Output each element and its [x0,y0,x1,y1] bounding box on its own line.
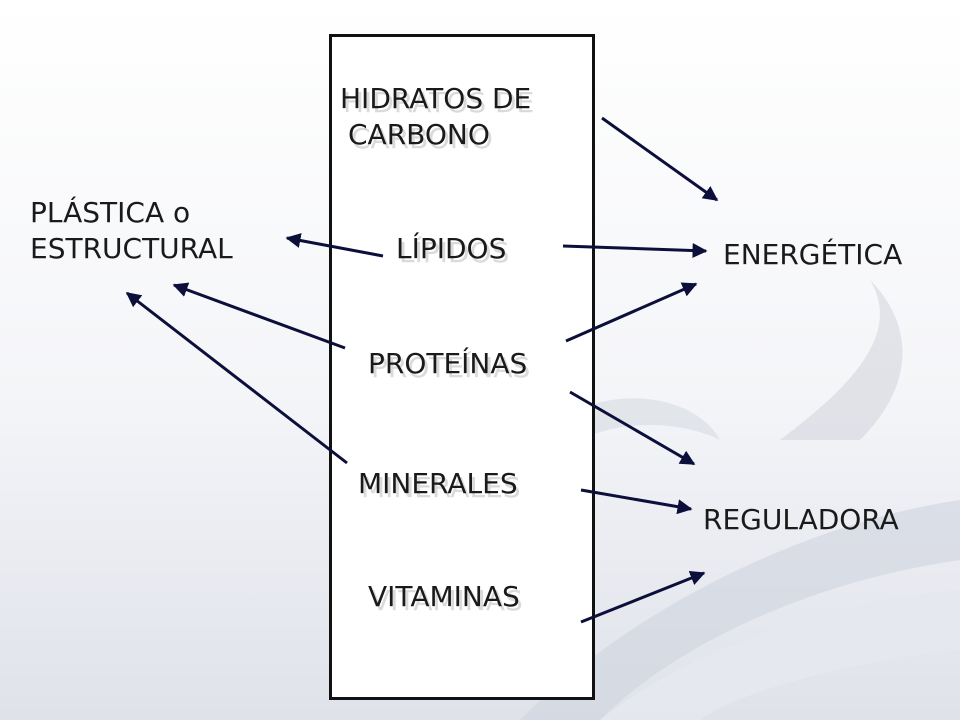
label-reguladora: REGULADORA [703,503,899,536]
arrow-minerales-reguladora [580,488,693,515]
arrow-proteinas-reguladora [569,390,696,466]
label-lipidos: LÍPIDOS [396,232,507,265]
label-minerales: MINERALES [358,467,518,500]
nutrients-box [329,34,595,700]
label-energetica: ENERGÉTICA [723,238,903,271]
arrow-lipidos-energetica [562,243,708,259]
arrow-proteinas-energetica [565,282,698,343]
label-hidratos-line2: CARBONO [348,118,490,151]
label-plastica-line1: PLÁSTICA o [30,196,191,229]
arrow-minerales-plastica [125,291,348,465]
label-hidratos-line1: HIDRATOS DE [340,82,532,115]
label-proteinas: PROTEÍNAS [368,347,528,380]
label-plastica-line2: ESTRUCTURAL [30,232,233,265]
arrow-vitaminas-reguladora [580,571,706,624]
label-vitaminas: VITAMINAS [368,580,520,613]
arrow-lipidos-plastica [285,233,384,258]
arrow-hidratos-energetica [601,116,719,202]
arrow-proteinas-plastica [172,282,346,350]
